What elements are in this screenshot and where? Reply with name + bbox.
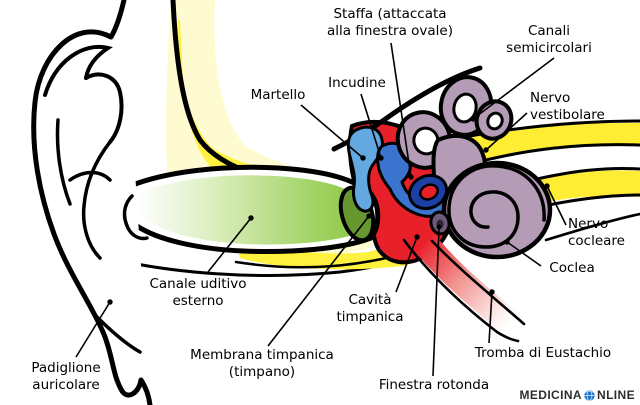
brand-text-prefix: MEDICINA: [519, 388, 582, 402]
cochlear-nerve-lower-contour: [544, 212, 640, 242]
vestibular-nerve-bottom-line: [464, 143, 640, 167]
leader-finestra: [432, 224, 442, 377]
leader-canali: [470, 57, 555, 122]
label-nervo-cocleare: Nervo cocleare: [568, 216, 625, 249]
brand-text-suffix: NLINE: [597, 388, 635, 402]
label-cavita-timpanica: Cavità timpanica: [336, 292, 404, 325]
semicircular-canal-loop-hole: [486, 111, 504, 131]
leader-coclea: [504, 239, 542, 267]
label-coclea: Coclea: [549, 260, 595, 276]
label-finestra-rotonda: Finestra rotonda: [378, 377, 490, 393]
label-padiglione-auricolare: Padiglione auricolare: [31, 360, 101, 393]
eustachian-tube-upper-line: [430, 239, 526, 326]
leader-tromba: [488, 289, 495, 344]
eustachian-tube: [413, 233, 523, 337]
cochlea: [441, 160, 553, 260]
cochlea-spiral: [447, 164, 546, 249]
leader-nervo-vestibolare: [483, 112, 528, 153]
leader-lines: [75, 42, 567, 377]
label-canali-semicircolari: Canali semicircolari: [506, 23, 592, 56]
semicircular-canal-loop-hole: [412, 126, 440, 156]
leader-nervo-cocleare: [544, 183, 567, 226]
brand-watermark: MEDICINA NLINE: [519, 388, 635, 402]
globe-icon: [584, 389, 595, 401]
label-martello: Martello: [250, 87, 306, 103]
temporal-bone-bright-upper: [178, 20, 346, 212]
leader-cavita: [395, 234, 420, 293]
leader-canale-uditivo: [207, 215, 254, 273]
pinna-inner-folds: [43, 44, 149, 354]
leader-incudine: [360, 93, 384, 161]
leader-martello: [300, 104, 366, 161]
label-incudine: Incudine: [328, 75, 386, 91]
eustachian-tube-lower-line: [402, 238, 520, 343]
label-tromba-eustachio: Tromba di Eustachio: [474, 345, 612, 361]
malleus: [346, 125, 384, 213]
stapes-hole: [419, 183, 439, 201]
label-membrana-timpanica: Membrana timpanica (timpano): [190, 347, 334, 380]
label-nervo-vestibolare: Nervo vestibolare: [530, 90, 605, 123]
ear-canal: [137, 175, 368, 245]
temporal-bone-bright-lower: [236, 238, 428, 270]
label-staffa: Staffa (attaccata alla finestra ovale): [327, 6, 453, 39]
label-canale-uditivo: Canale uditivo esterno: [149, 276, 247, 309]
leader-membrana: [267, 213, 372, 347]
semicircular-canal-loop-hole: [452, 92, 478, 124]
leader-staffa: [390, 42, 414, 180]
leader-padiglione: [75, 299, 113, 358]
